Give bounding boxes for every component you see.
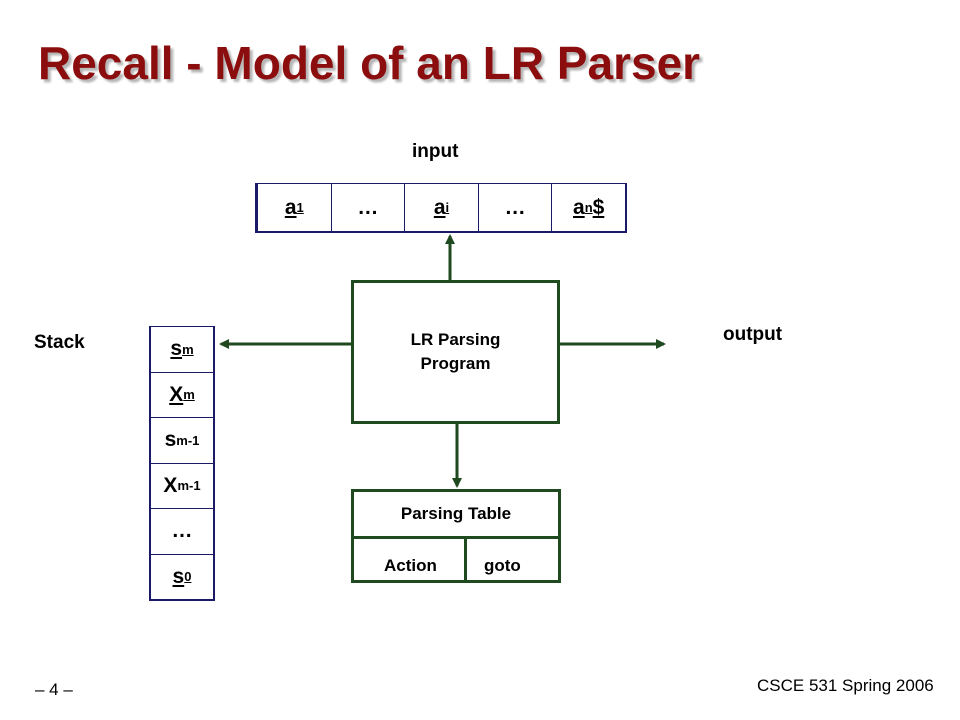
- stack-cell-symbol: s: [164, 428, 177, 452]
- input-cell-subscript: 1: [296, 200, 304, 215]
- goto-label: goto: [484, 556, 521, 575]
- parsing-table-title: Parsing Table: [400, 504, 512, 523]
- input-label: input: [412, 141, 459, 162]
- program-line-2: Program: [420, 354, 491, 373]
- stack-cell-subscript: m-1: [176, 432, 200, 448]
- input-cell-suffix: $: [592, 195, 605, 219]
- input-cell-symbol: …: [504, 195, 526, 219]
- input-cell-subscript: i: [445, 200, 450, 215]
- stack-label: Stack: [34, 332, 85, 353]
- stack-cell-symbol: X: [163, 473, 178, 497]
- input-cell-symbol: a: [433, 195, 446, 219]
- stack-cell-symbol: X: [169, 382, 184, 406]
- stack-cell-subscript: m: [182, 341, 194, 357]
- action-label: Action: [384, 556, 437, 575]
- lr-parsing-program-box: LR Parsing Program: [351, 280, 560, 424]
- input-cell: …: [332, 184, 406, 231]
- input-cell-symbol: a: [573, 195, 585, 219]
- program-line-1: LR Parsing: [410, 330, 501, 349]
- stack-cell-subscript: 0: [184, 569, 192, 585]
- stack-cell-symbol: …: [171, 519, 193, 543]
- output-label: output: [723, 324, 783, 345]
- stack-cell-subscript: m-1: [177, 478, 201, 494]
- parsing-table: Parsing Table Action goto: [351, 489, 561, 583]
- stack-cell: …: [151, 509, 213, 555]
- parsing-table-divider: [354, 536, 558, 539]
- stack-cell: X m-1: [151, 464, 213, 509]
- input-cell: …: [479, 184, 553, 231]
- stack-cell: s m-1: [151, 418, 213, 464]
- input-cell-symbol: a: [284, 195, 297, 219]
- slide-title: Recall - Model of an LR Parser: [38, 37, 701, 89]
- footer-page-number: – 4 –: [35, 680, 73, 699]
- stack-cell-subscript: m: [183, 387, 195, 403]
- parsing-table-column-divider: [464, 539, 467, 580]
- input-cell-subscript: n: [584, 200, 593, 215]
- input-cell-symbol: …: [357, 195, 379, 219]
- stack-cell-symbol: s: [172, 564, 185, 588]
- stack-cell-symbol: s: [170, 337, 183, 361]
- footer-course: CSCE 531 Spring 2006: [757, 676, 934, 695]
